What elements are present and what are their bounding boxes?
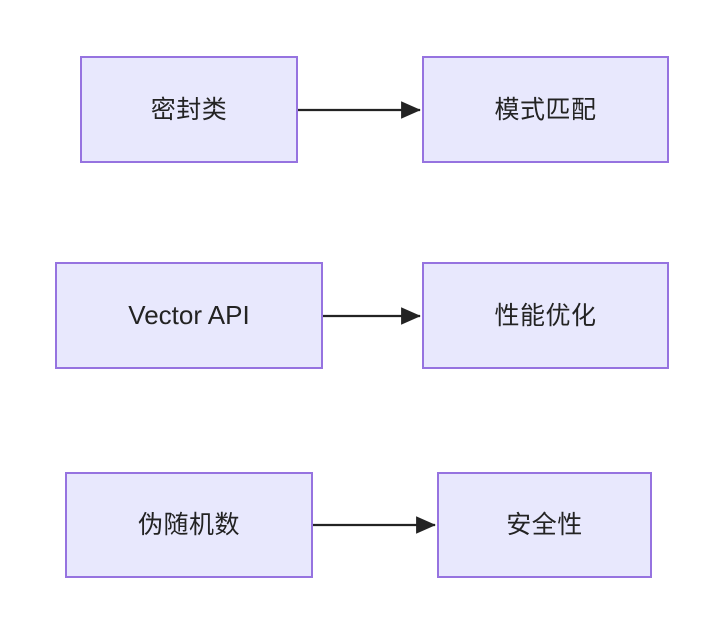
node-pattern-matching[interactable]: 模式匹配 bbox=[422, 56, 669, 163]
node-label: Vector API bbox=[128, 299, 250, 330]
node-security[interactable]: 安全性 bbox=[437, 472, 652, 578]
node-sealed-classes[interactable]: 密封类 bbox=[80, 56, 298, 163]
node-performance-optimization[interactable]: 性能优化 bbox=[422, 262, 669, 369]
node-label: 伪随机数 bbox=[137, 511, 240, 539]
node-label: 安全性 bbox=[506, 511, 583, 539]
node-label: 模式匹配 bbox=[494, 95, 597, 124]
node-label: 性能优化 bbox=[494, 301, 597, 330]
node-label: 密封类 bbox=[150, 95, 228, 124]
node-vector-api[interactable]: Vector API bbox=[55, 262, 323, 369]
node-pseudo-random[interactable]: 伪随机数 bbox=[65, 472, 313, 578]
